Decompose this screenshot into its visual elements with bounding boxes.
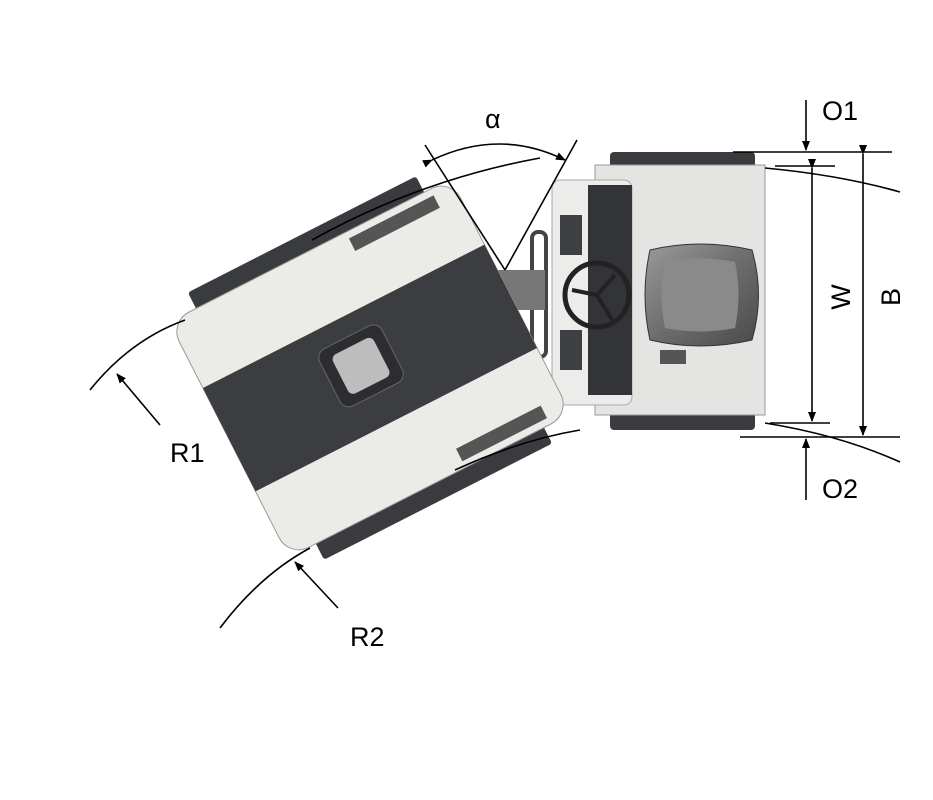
angle-label: α <box>485 104 501 134</box>
r2-label: R2 <box>350 622 385 652</box>
r1-arc <box>89 319 186 391</box>
rear-frame <box>495 152 766 430</box>
w-label: W <box>826 284 856 310</box>
swept-arc-top <box>311 157 541 241</box>
swept-arc-bottom <box>454 429 581 471</box>
step-left-top <box>560 215 582 255</box>
o2-label: O2 <box>822 474 858 504</box>
front-track-bottom <box>315 424 552 559</box>
dimension-lines <box>89 100 901 629</box>
front-track-top <box>188 177 425 312</box>
r2-arrow <box>294 561 339 609</box>
turn-curve-top <box>764 167 901 193</box>
seat-cushion <box>661 258 739 332</box>
r2-arc <box>219 547 311 629</box>
turn-curve-bottom <box>764 422 901 463</box>
steering-wheel <box>562 260 632 330</box>
step-left-bottom <box>560 330 582 370</box>
control-box <box>660 350 686 364</box>
r1-arrow <box>116 373 161 426</box>
o1-label: O1 <box>822 96 858 126</box>
steering-spokes <box>571 273 617 322</box>
vent-grille-top <box>348 195 440 251</box>
b-label: B <box>876 288 906 306</box>
vent-grille-bottom <box>456 405 548 462</box>
front-drum-unit <box>176 177 564 559</box>
hatch-window <box>332 337 390 394</box>
angle-arc <box>422 143 566 168</box>
floor-panel <box>588 185 632 395</box>
r1-label: R1 <box>170 438 205 468</box>
